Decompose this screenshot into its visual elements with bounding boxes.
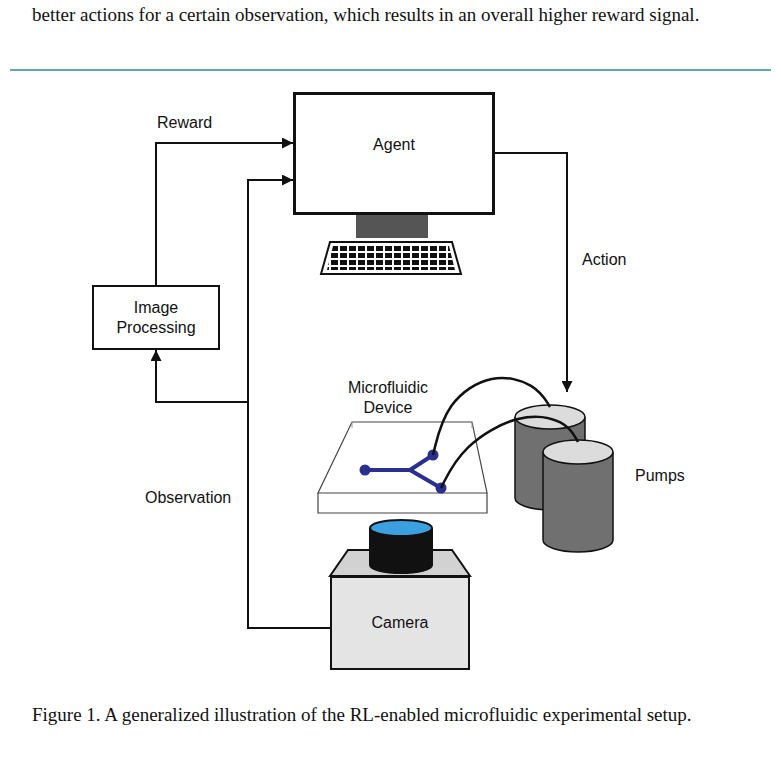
body-text: better actions for a certain observation… bbox=[32, 0, 752, 30]
microfluidic-chip bbox=[318, 422, 487, 513]
camera-box: Camera bbox=[330, 576, 470, 670]
keyboard bbox=[321, 242, 461, 274]
edge-label: Observation bbox=[143, 488, 233, 508]
edge-label: Action bbox=[580, 250, 628, 270]
device-group: Microfluidic Device bbox=[318, 376, 488, 516]
node-label: Camera bbox=[372, 613, 429, 633]
node-label: Image Processing bbox=[111, 298, 201, 338]
pump-group: Pumps bbox=[513, 392, 693, 552]
edge-label: Reward bbox=[155, 113, 214, 133]
process-box: Image Processing bbox=[92, 285, 220, 350]
node-label: Agent bbox=[296, 135, 492, 155]
signal-arrow bbox=[248, 180, 330, 628]
monitor-stand bbox=[356, 215, 428, 238]
signal-arrow bbox=[495, 153, 567, 392]
agent-monitor: Agent bbox=[293, 92, 495, 215]
camera-body bbox=[330, 520, 470, 576]
pump-cylinders bbox=[515, 405, 613, 552]
node-label: Microfluidic Device bbox=[334, 378, 442, 418]
node-label: Pumps bbox=[635, 466, 691, 486]
signal-arrow bbox=[156, 143, 293, 285]
section-rule bbox=[10, 69, 771, 71]
figure-caption: Figure 1. A generalized illustration of … bbox=[32, 700, 752, 730]
tube bbox=[441, 417, 578, 488]
